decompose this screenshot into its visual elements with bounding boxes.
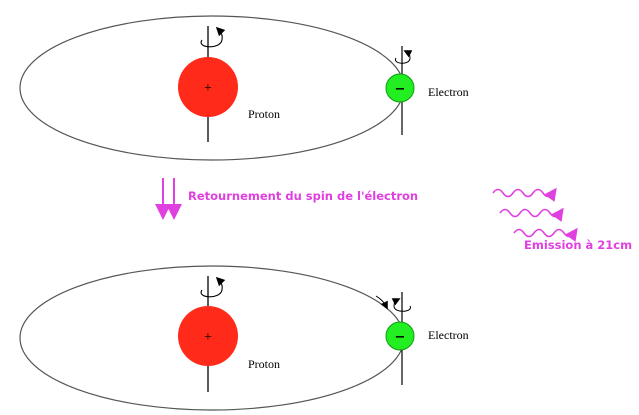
top-proton-label: Proton bbox=[248, 107, 280, 121]
top-electron-label: Electron bbox=[428, 85, 469, 99]
emission-label: Emission à 21cm bbox=[524, 238, 632, 252]
transition-label: Retournement du spin de l'électron bbox=[188, 189, 418, 203]
top-proton bbox=[178, 57, 238, 117]
bottom-proton-label: Proton bbox=[248, 357, 280, 371]
transition-arrows bbox=[155, 178, 182, 220]
bottom-electron-label: Electron bbox=[428, 328, 469, 342]
top-proton-spin-arrow bbox=[200, 26, 226, 48]
top-electron-spin-arrow bbox=[394, 50, 413, 64]
bottom-electron-spin-arrow bbox=[391, 298, 411, 312]
bottom-orbit-direction-arrow bbox=[375, 295, 388, 310]
top-atom: + Proton − Electron bbox=[19, 15, 469, 161]
bottom-proton bbox=[178, 306, 238, 366]
bottom-electron bbox=[385, 321, 415, 351]
bottom-proton-sign: + bbox=[204, 330, 212, 345]
bottom-electron-sign: − bbox=[395, 330, 406, 345]
bottom-atom: + Proton − Electron bbox=[19, 265, 469, 411]
bottom-proton-spin-arrow bbox=[200, 276, 226, 298]
emission-waves bbox=[492, 187, 578, 242]
top-proton-sign: + bbox=[204, 81, 212, 96]
top-electron bbox=[385, 73, 415, 103]
top-electron-sign: − bbox=[395, 82, 406, 97]
